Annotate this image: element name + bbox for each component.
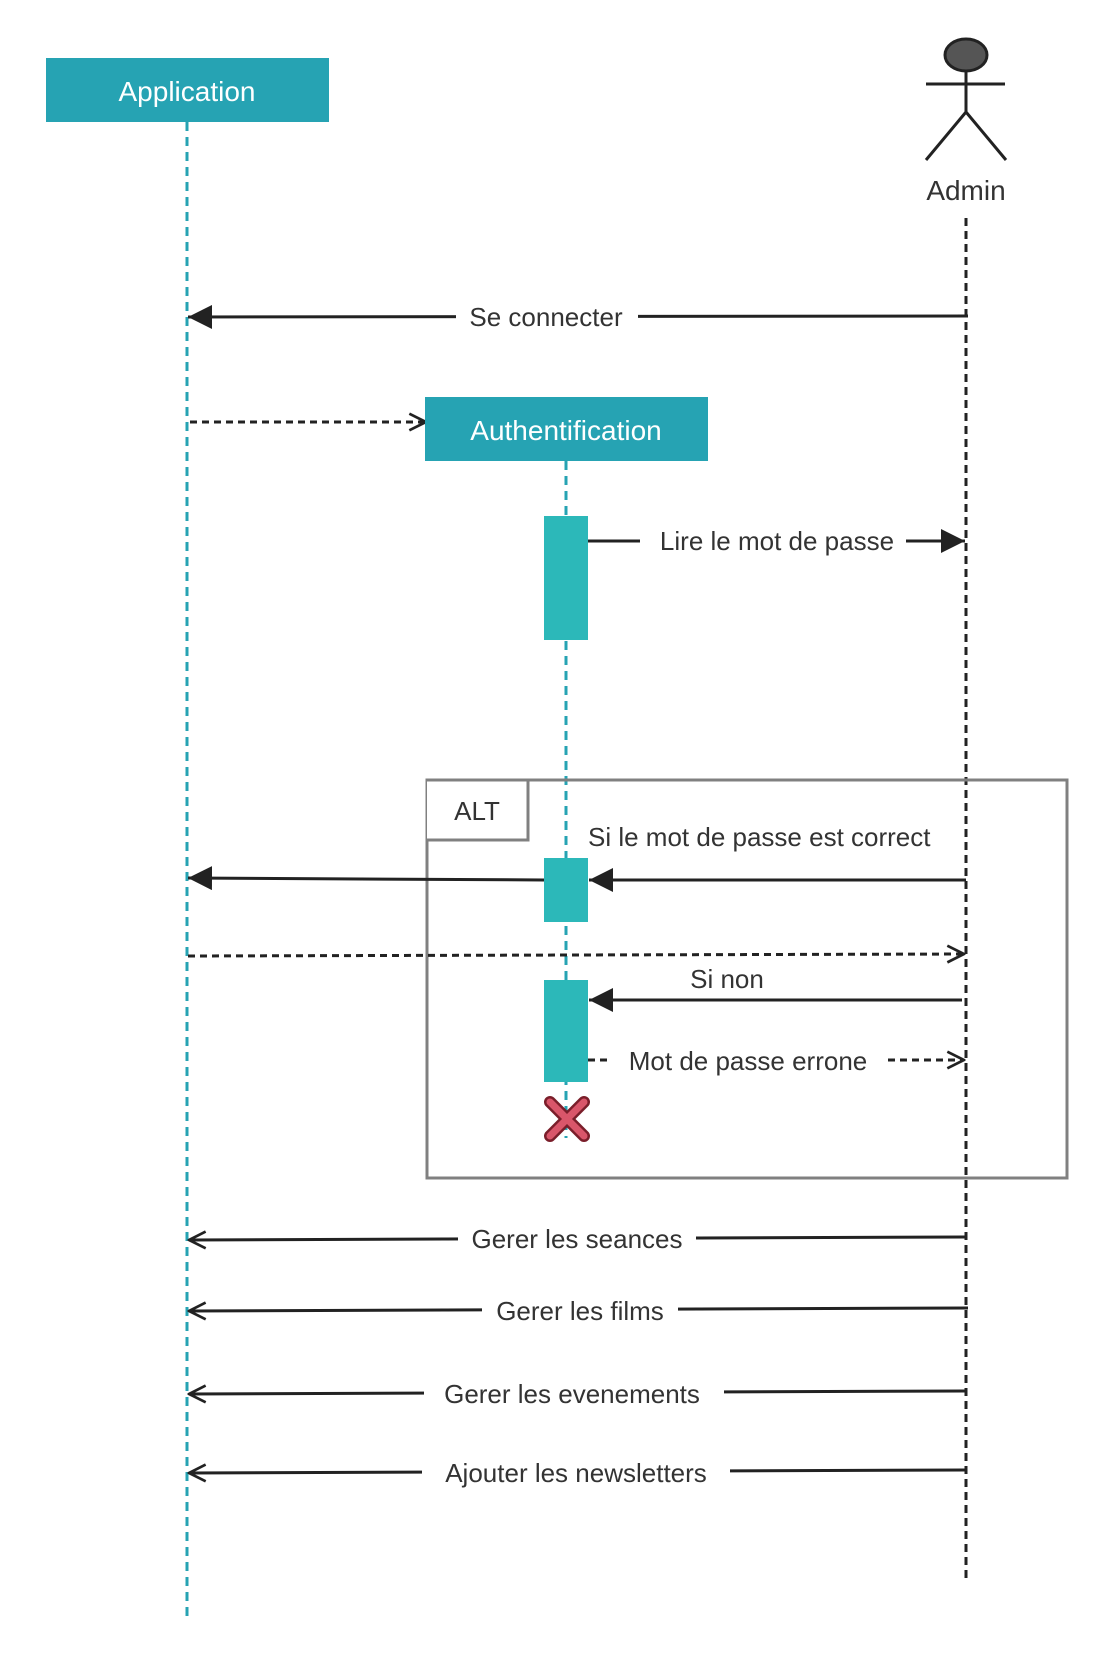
message-correct-to-application-arrow xyxy=(187,866,545,891)
alt-guard-if: Si le mot de passe est correct xyxy=(588,822,931,852)
authentification-activation-1 xyxy=(544,516,588,640)
message-ajouter-newsletters-label: Ajouter les newsletters xyxy=(445,1458,707,1488)
message-gerer-films-label: Gerer les films xyxy=(496,1296,664,1326)
authentification-header xyxy=(425,397,708,461)
application-title: Application xyxy=(119,76,256,107)
message-return-to-admin-arrow xyxy=(187,954,964,956)
admin-title: Admin xyxy=(926,175,1005,206)
authentification-activation-2 xyxy=(544,858,588,922)
message-gerer-evenements-label: Gerer les evenements xyxy=(444,1379,700,1409)
admin-actor-icon xyxy=(924,37,1008,161)
message-lire-mot-de-passe-label: Lire le mot de passe xyxy=(660,526,894,556)
destroy-x-icon xyxy=(544,1096,590,1142)
authentification-activation-3 xyxy=(544,980,588,1082)
alt-guard-else: Si non xyxy=(690,964,764,994)
alt-operator-label: ALT xyxy=(454,796,500,826)
message-mot-de-passe-errone-label: Mot de passe errone xyxy=(629,1046,867,1076)
alt-operator-tab xyxy=(427,778,530,842)
application-header xyxy=(46,58,329,122)
alt-fragment-frame xyxy=(425,778,1069,1180)
message-gerer-seances-label: Gerer les seances xyxy=(472,1224,683,1254)
authentification-title: Authentification xyxy=(470,415,661,446)
message-se-connecter-label: Se connecter xyxy=(469,302,623,332)
